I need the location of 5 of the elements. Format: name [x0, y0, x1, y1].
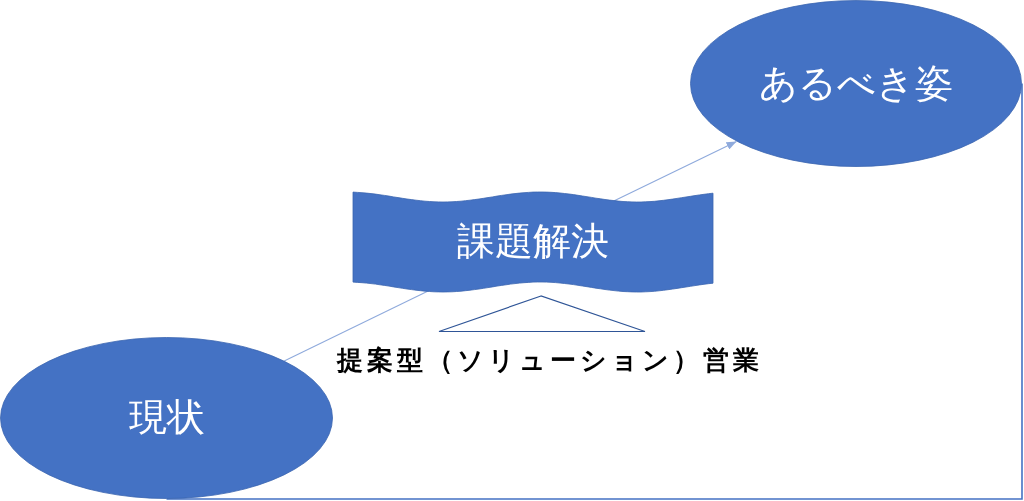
ellipse-node: 現状 — [0, 337, 333, 499]
annotation-text: 提案型（ソリューション）営業 — [335, 345, 764, 377]
arrow — [613, 140, 738, 202]
wave-banner: 課題解決 — [353, 190, 713, 294]
ellipse-node: あるべき姿 — [690, 0, 1022, 167]
